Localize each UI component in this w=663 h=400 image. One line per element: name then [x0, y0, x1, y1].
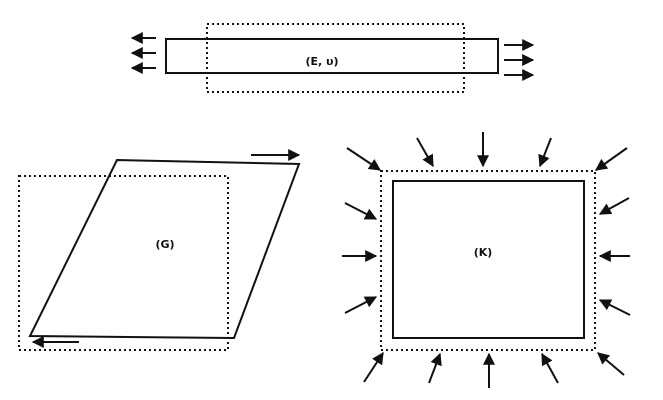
- pressure-arrow-right-1: [598, 197, 630, 215]
- tension-label: (E, υ): [305, 55, 338, 68]
- pressure-arrow-bottom-5: [597, 352, 625, 376]
- pressure-arrow-top-4: [538, 137, 552, 168]
- tension-panel: (E, υ): [130, 23, 535, 93]
- pressure-arrow-left-3: [344, 296, 378, 314]
- pressure-arrow-bottom-2: [428, 352, 442, 384]
- pressure-arrow-left-1: [344, 202, 378, 220]
- pressure-arrow-top-1: [346, 147, 381, 171]
- pressure-arrow-bottom-4: [541, 352, 559, 384]
- bulk-deformed-square: [392, 180, 585, 339]
- tension-undeformed-outline: [206, 23, 465, 93]
- bulk-panel: (K): [342, 132, 631, 388]
- pressure-arrow-top-2: [416, 137, 434, 168]
- tension-deformed-bar: [165, 38, 499, 74]
- shear-panel: (G): [18, 149, 301, 351]
- pressure-arrow-bottom-1: [363, 351, 384, 383]
- bulk-undeformed-outline: [380, 170, 596, 351]
- shear-undeformed-outline: [18, 175, 229, 351]
- shear-label: (G): [155, 238, 174, 251]
- pressure-arrow-top-5: [595, 147, 628, 171]
- bulk-label: (K): [474, 246, 493, 259]
- pressure-arrow-right-3: [598, 299, 631, 316]
- shear-deformed-parallelogram: [28, 158, 301, 340]
